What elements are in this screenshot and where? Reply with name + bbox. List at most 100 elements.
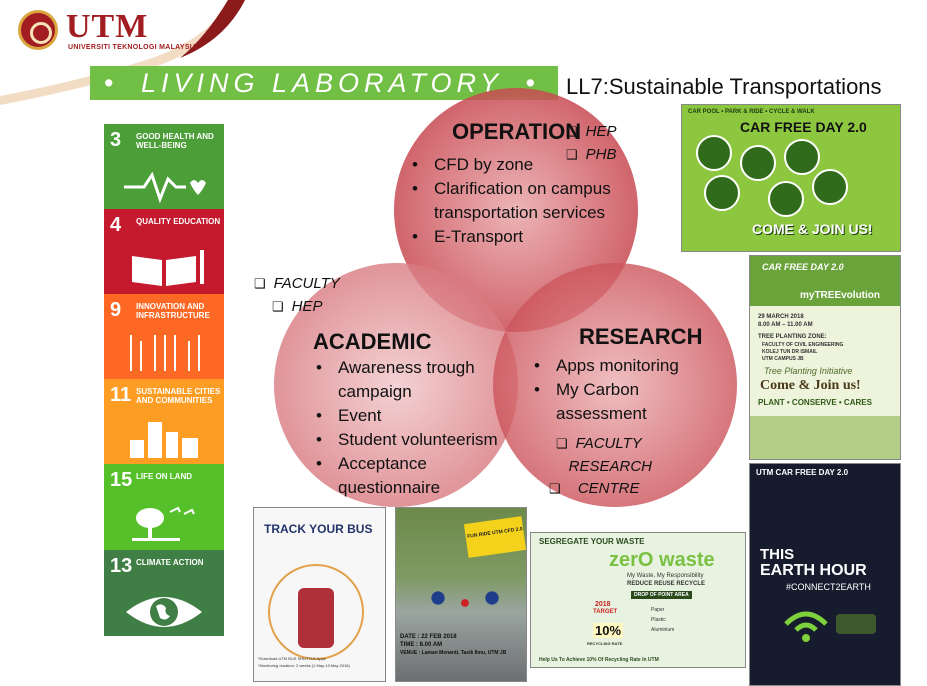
poster-photo-strip [750,416,900,459]
poster-venue: VENUE : Laman Menanti, Tasik Ilmu, UTM J… [400,650,507,656]
academic-list: Awareness trough campaign Event Student … [312,356,532,500]
poster-title: CAR FREE DAY 2.0 [762,262,844,272]
heartbeat-icon [124,171,206,204]
academic-item: Student volunteerism [312,428,532,452]
checkbox-icon: ❑ [272,299,284,314]
sdg-tile-4: 4 QUALITY EDUCATION [104,209,224,294]
sdg-label: INNOVATION AND INFRASTRUCTURE [136,302,210,320]
poster-year: 2018 [595,601,611,608]
sdg-label: CLIMATE ACTION [136,558,204,567]
poster-note-2: *Monitoring duration: 2 weeks (1 May-19 … [258,663,350,668]
research-title: RESEARCH [579,324,703,349]
bubble-e-car [696,135,732,171]
utm-logo-subtext: UNIVERSITI TEKNOLOGI MALAYSIA [68,44,198,51]
operation-title: OPERATION [452,119,582,144]
poster-rate: RECYCLING RATE [587,641,623,646]
sdg-number: 13 [110,555,133,577]
sdg-tile-13: 13 CLIMATE ACTION [104,550,224,636]
poster-earth-hour: EARTH HOUR [760,562,867,579]
poster-title: zerO waste [609,549,715,571]
earth-hour-poster: UTM CAR FREE DAY 2.0 THIS EARTH HOUR #CO… [749,463,901,686]
eye-globe-icon [126,597,202,627]
research-item: Apps monitoring [530,354,730,378]
poster-header: SEGREGATE YOUR WASTE [539,537,645,546]
poster-pct: 10% [593,623,624,638]
sdg-label: QUALITY EDUCATION [136,217,221,226]
sdg-number: 4 [110,214,122,236]
academic-check-hep: ❑HEP [272,298,323,315]
checkbox-icon: ❑ [566,147,578,162]
poster-motto: My Waste, My Responsibility [627,573,704,579]
sdg-tile-9: 9 INNOVATION AND INFRASTRUCTURE [104,294,224,379]
academic-check-faculty: ❑FACULTY [254,275,340,292]
poster-item: Plastic [651,617,666,623]
poster-initiative: Tree Planting Initiative [764,366,853,376]
checkbox-icon: ❑ [556,436,568,451]
poster-date: DATE : 22 FEB 2018 [400,634,457,640]
bubble-gotong [784,139,820,175]
poster-drop: DROP OF POINT AREA [631,591,692,599]
checkbox-icon: ❑ [254,276,266,291]
poster-target: TARGET [593,609,618,615]
poster-footer: COME & JOIN US! [752,221,873,237]
bubble-zero-waste [812,169,848,205]
tree-icon [132,506,195,541]
sdg-number: 11 [110,384,132,406]
sdg-number: 15 [110,469,133,491]
poster-rrr: REDUCE REUSE RECYCLE [627,581,706,587]
book-icon [132,250,204,286]
sdg-number: 3 [110,129,122,151]
checkbox-icon: ❑ [566,124,578,139]
operation-list: CFD by zone Clarification on campus tran… [408,153,648,249]
poster-tagline: PLANT • CONSERVE • CARES [758,398,872,407]
sdg-label: LIFE ON LAND [136,472,192,481]
poster-zone-2: KOLEJ TUN DR ISMAIL [762,349,818,355]
research-check-centre: ❑RESEARCH CENTRE [549,458,653,497]
poster-header-band [750,256,900,306]
poster-ring [268,564,364,660]
operation-check-hep: ❑HEP [566,123,617,140]
operation-item: CFD by zone [408,153,648,177]
banner-text: LIVING LABORATORY [140,68,504,98]
operation-item: E-Transport [408,225,648,249]
academic-item: Acceptance questionnaire [312,452,462,500]
poster-footer: Help Us To Achieve 10% Of Recycling Rate… [539,657,659,663]
my-tree-poster: CAR FREE DAY 2.0 myTREEvolution 29 MARCH… [749,255,901,460]
checkbox-icon: ❑ [549,481,561,496]
sdg-label: SUSTAINABLE CITIES AND COMMUNITIES [136,387,221,405]
sdg-tile-11: 11 SUSTAINABLE CITIES AND COMMUNITIES [104,379,224,464]
sdg-label: GOOD HEALTH AND WELL-BEING [136,132,214,150]
poster-title: TRACK YOUR BUS [264,522,373,536]
academic-item: Event [312,404,532,428]
utm-seal-logo [18,10,58,50]
poster-title: UTM CAR FREE DAY 2.0 [756,468,849,477]
track-your-bus-poster: TRACK YOUR BUS *Download UTM BUS SHUTTLE… [253,507,386,682]
poster-top-line: CAR POOL • PARK & RIDE • CYCLE & WALK [688,109,815,115]
bubble-e-bike [704,175,740,211]
poster-time: 8.00 AM – 11.00 AM [758,322,813,328]
research-check-faculty: ❑FACULTY [556,435,642,452]
fun-ride-poster: FUN RIDE UTM CFD 2.0 DATE : 22 FEB 2018 … [395,507,527,682]
poster-title: CAR FREE DAY 2.0 [740,119,867,135]
poster-time: TIME : 8.00 AM [400,642,443,648]
poster-note-1: *Download UTM BUS SHUTTLE Apps [258,656,326,661]
banner-dot-right: • [525,68,541,98]
poster-this: THIS [760,546,795,563]
header-corner-decoration [0,0,245,105]
page-title: LL7:Sustainable Transportations [566,74,882,99]
research-item: My Carbon assessment [530,378,680,426]
poster-zone-3: UTM CAMPUS JB [762,356,804,362]
academic-title: ACADEMIC [313,329,432,354]
poster-hashtag: #CONNECT2EARTH [786,582,871,592]
poster-date: 29 MARCH 2018 [758,314,804,320]
bubble-tree [768,181,804,217]
poster-brand: myTREEvolution [800,290,881,301]
operation-item: Clarification on campus transportation s… [408,177,648,225]
sdg-tile-15: 15 LIFE ON LAND [104,464,224,550]
banner-dot-left: • [104,68,119,98]
poster-come: Come & Join us! [760,378,861,393]
poster-item: Aluminium [651,627,675,633]
operation-check-phb: ❑PHB [566,146,617,163]
utm-logo-text: UTM [66,8,149,45]
bubble-e-bus [740,145,776,181]
